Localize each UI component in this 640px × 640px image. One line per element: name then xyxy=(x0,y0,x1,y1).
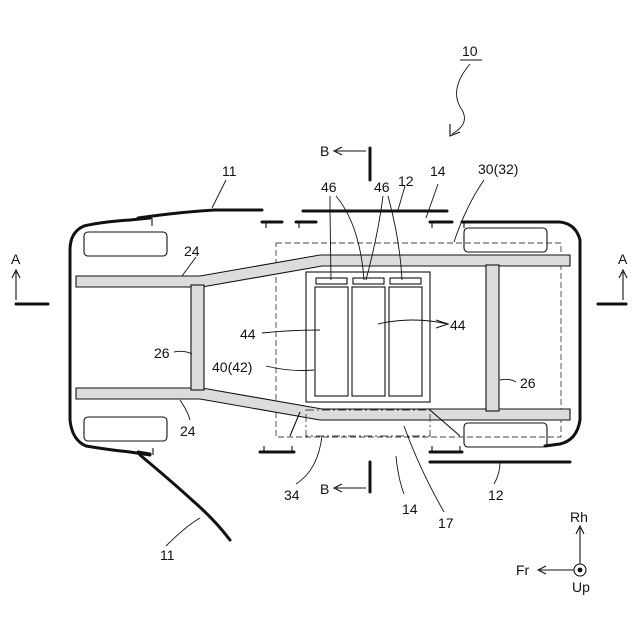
label-wheel-house-top: 11 xyxy=(222,163,237,179)
label-axis-front: Fr xyxy=(516,562,530,578)
label-bus-left: 46 xyxy=(321,179,337,195)
leader-12-bottom xyxy=(494,462,500,484)
wheel-rear-top xyxy=(464,228,547,252)
label-cross-member-left: 26 xyxy=(154,345,170,361)
label-cross-member-right: 26 xyxy=(520,375,536,391)
leader-17 xyxy=(404,426,444,512)
label-module-left: 44 xyxy=(240,326,256,342)
module-1 xyxy=(315,287,348,396)
bus-bar-1 xyxy=(316,278,347,284)
body-top-segment-1 xyxy=(138,210,262,218)
label-side-member-top: 24 xyxy=(184,243,200,259)
module-3 xyxy=(389,287,422,396)
leader-34 xyxy=(296,436,322,484)
leader-14-top xyxy=(426,184,438,218)
leader-11-top xyxy=(212,180,226,208)
label-axis-up: Up xyxy=(572,579,590,595)
battery-pack xyxy=(306,272,430,402)
label-module-right: 44 xyxy=(450,317,466,333)
leader-40 xyxy=(266,366,314,371)
leader-46-left-a xyxy=(330,196,331,280)
label-bus-right: 46 xyxy=(374,179,390,195)
label-axis-right: Rh xyxy=(570,509,588,525)
axis-up-dot xyxy=(578,568,583,573)
cross-member-left xyxy=(191,285,204,390)
label-side-sill-top: 12 xyxy=(398,173,414,189)
wheel-house-curve xyxy=(140,455,230,540)
leader-46-right-b xyxy=(388,196,402,280)
leader-11-bottom xyxy=(166,518,200,546)
label-duct: 17 xyxy=(438,515,454,531)
leader-14-bottom xyxy=(396,456,404,494)
leader-30 xyxy=(454,180,484,242)
label-side-sill-bottom: 12 xyxy=(488,487,504,503)
leader-24-top xyxy=(182,257,196,276)
leader-12-top xyxy=(398,186,405,210)
label-section-b-bottom: B xyxy=(320,481,329,497)
label-side-member-bottom: 24 xyxy=(180,423,196,439)
wheel-front-top xyxy=(84,232,167,256)
label-section-b-top: B xyxy=(320,143,329,159)
label-floor-top: 14 xyxy=(430,163,446,179)
label-vehicle: 10 xyxy=(462,43,478,59)
leader-26-left xyxy=(174,351,192,354)
label-battery-pack: 40(42) xyxy=(212,359,252,375)
label-section-a-left: A xyxy=(11,251,21,267)
label-wheel-house-bottom: 11 xyxy=(160,547,175,563)
bus-bar-2 xyxy=(353,278,384,284)
leader-24-bottom xyxy=(180,400,190,420)
label-cover: 34 xyxy=(284,487,300,503)
leader-10 xyxy=(452,64,470,134)
label-floor-bottom: 14 xyxy=(402,501,418,517)
leader-46-left-b xyxy=(336,196,364,280)
cross-member-right xyxy=(486,265,499,411)
module-2 xyxy=(352,287,385,396)
wheel-front-bottom xyxy=(84,417,167,441)
label-sub-frame: 30(32) xyxy=(478,161,518,177)
leader-26-right xyxy=(500,379,516,382)
label-section-a-right: A xyxy=(618,251,628,267)
bus-bar-3 xyxy=(390,278,421,284)
wheel-rear-bottom xyxy=(464,423,547,447)
leader-46-right-a xyxy=(366,196,383,280)
leader-44-left xyxy=(262,330,320,333)
